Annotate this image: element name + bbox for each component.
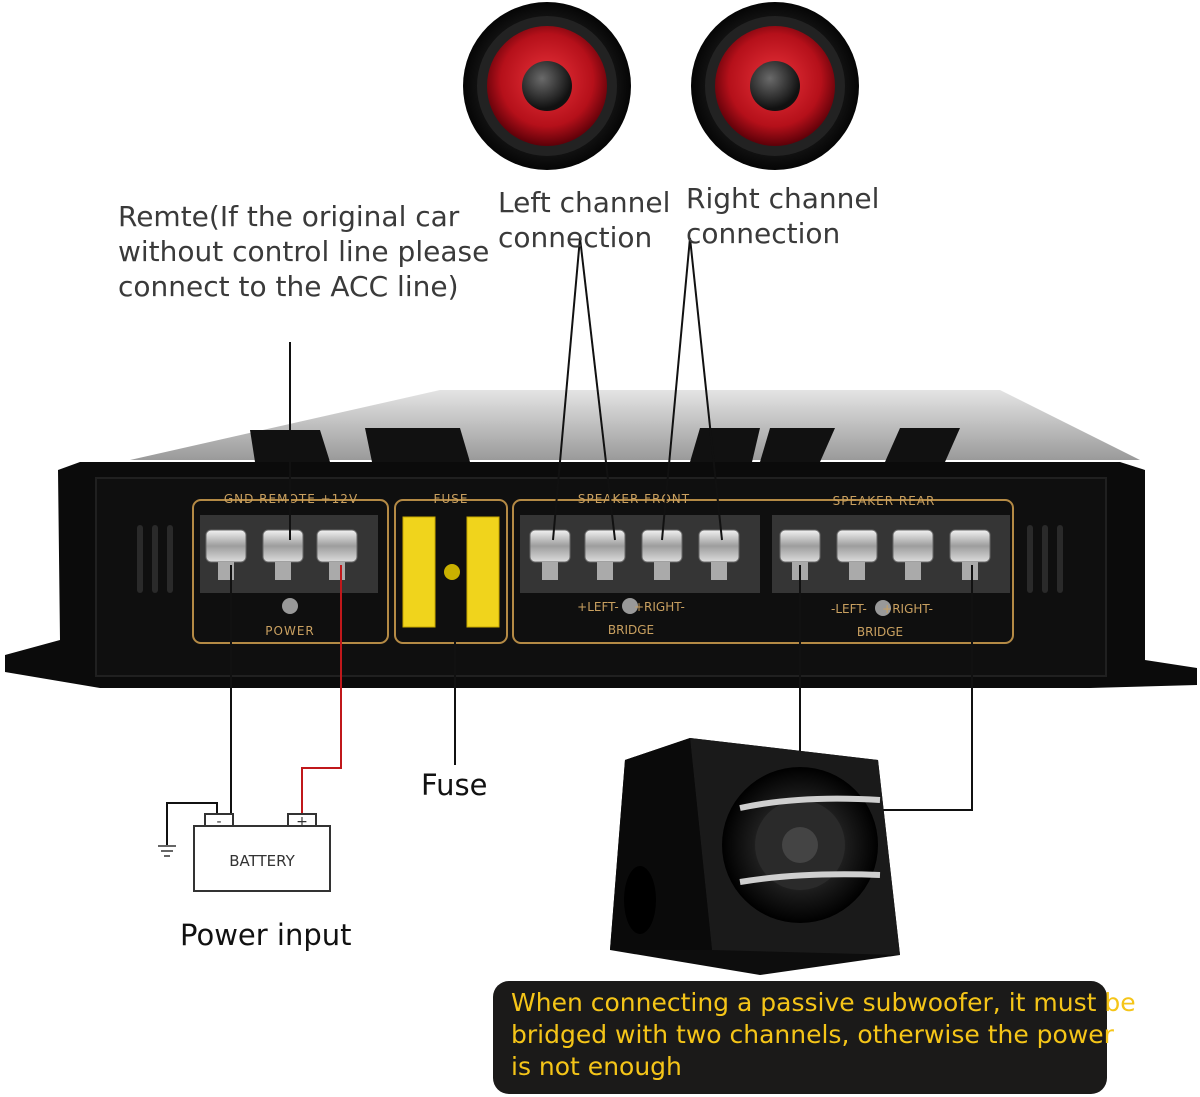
left-channel-line: connection bbox=[498, 221, 653, 254]
power-footer: POWER bbox=[265, 624, 314, 638]
remote-label-line: connect to the ACC line) bbox=[118, 270, 459, 303]
battery-plus: + bbox=[296, 814, 308, 830]
front-lr: +LEFT- +RIGHT- bbox=[577, 600, 685, 614]
fuse-label: Fuse bbox=[421, 768, 488, 802]
ground-icon bbox=[158, 845, 176, 857]
right-channel-label: Right channel connection bbox=[686, 181, 879, 251]
subwoofer-icon bbox=[610, 738, 900, 975]
fuse-icon bbox=[402, 516, 500, 628]
battery-minus: - bbox=[216, 814, 221, 830]
front-bridge: BRIDGE bbox=[608, 623, 654, 637]
note-line: When connecting a passive subwoofer, it … bbox=[511, 988, 1136, 1017]
left-channel-label: Left channel connection bbox=[498, 185, 670, 255]
note-line: bridged with two channels, otherwise the… bbox=[511, 1020, 1114, 1049]
remote-label: Remte(If the original car without contro… bbox=[118, 199, 489, 304]
battery-icon: - + BATTERY bbox=[193, 813, 331, 892]
left-channel-line: Left channel bbox=[498, 186, 671, 219]
front-header: SPEAKER FRONT bbox=[578, 492, 690, 506]
remote-label-line: Remte(If the original car bbox=[118, 200, 460, 233]
speaker-left-icon bbox=[463, 2, 631, 170]
subwoofer-note: When connecting a passive subwoofer, it … bbox=[493, 981, 1136, 1094]
fuse-header: FUSE bbox=[434, 492, 469, 506]
right-channel-line: Right channel bbox=[686, 182, 880, 215]
right-channel-line: connection bbox=[686, 217, 841, 250]
rear-bridge: BRIDGE bbox=[857, 625, 903, 639]
battery-label: BATTERY bbox=[229, 852, 295, 870]
power-input-label: Power input bbox=[180, 918, 352, 952]
speaker-right-icon bbox=[691, 2, 859, 170]
rear-lr: -LEFT- +RIGHT- bbox=[831, 602, 933, 616]
rear-header: SPEAKER REAR bbox=[833, 494, 936, 508]
note-line: is not enough bbox=[511, 1052, 682, 1081]
remote-label-line: without control line please bbox=[118, 235, 490, 268]
amplifier-icon: GND REMOTE +12V FUSE SPEAKER FRONT SPEAK… bbox=[5, 390, 1197, 688]
